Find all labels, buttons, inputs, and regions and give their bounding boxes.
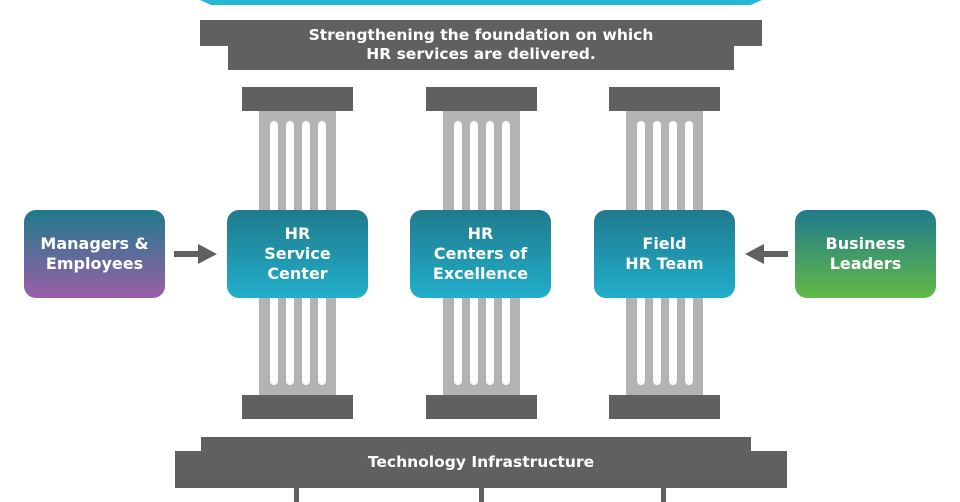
arrow-left-icon (745, 244, 788, 264)
foundation-leg (294, 488, 299, 502)
label-line: Centers of (433, 244, 528, 263)
label-line: Service (264, 244, 331, 263)
roof-banner: Strengthening the foundation on which HR… (228, 20, 734, 70)
pillar-2-capital (426, 87, 537, 111)
label-line: HR (467, 224, 494, 243)
field-hr-team-box: Field HR Team (594, 210, 735, 298)
label-line: HR (284, 224, 311, 243)
foundation-banner: Technology Infrastructure (175, 451, 787, 488)
label-line: Excellence (432, 264, 529, 283)
label-line: Center (267, 264, 328, 283)
foundation-leg (479, 488, 484, 502)
roof-text-line2: HR services are delivered. (366, 45, 596, 63)
label-line: Leaders (829, 254, 902, 273)
hr-service-center-box: HR Service Center (227, 210, 368, 298)
pillar-3-base (609, 395, 720, 419)
foundation-leg (661, 488, 666, 502)
label-line: Field (642, 234, 687, 253)
roof-text-line1: Strengthening the foundation on which (308, 25, 654, 44)
pillar-3-capital (609, 87, 720, 111)
label-line: HR Team (625, 254, 704, 273)
pillar-1-capital (242, 87, 353, 111)
business-leaders-box: Business Leaders (795, 210, 936, 298)
arrow-right-icon (174, 244, 217, 264)
managers-employees-box: Managers & Employees (24, 210, 165, 298)
label-line: Managers & (40, 234, 149, 253)
roof-accent-band (200, 0, 762, 5)
pillar-2-base (426, 395, 537, 419)
hr-centers-of-excellence-box: HR Centers of Excellence (410, 210, 551, 298)
label-line: Employees (45, 254, 144, 273)
pillar-1-base (242, 395, 353, 419)
foundation-label: Technology Infrastructure (367, 452, 595, 471)
label-line: Business (825, 234, 906, 253)
